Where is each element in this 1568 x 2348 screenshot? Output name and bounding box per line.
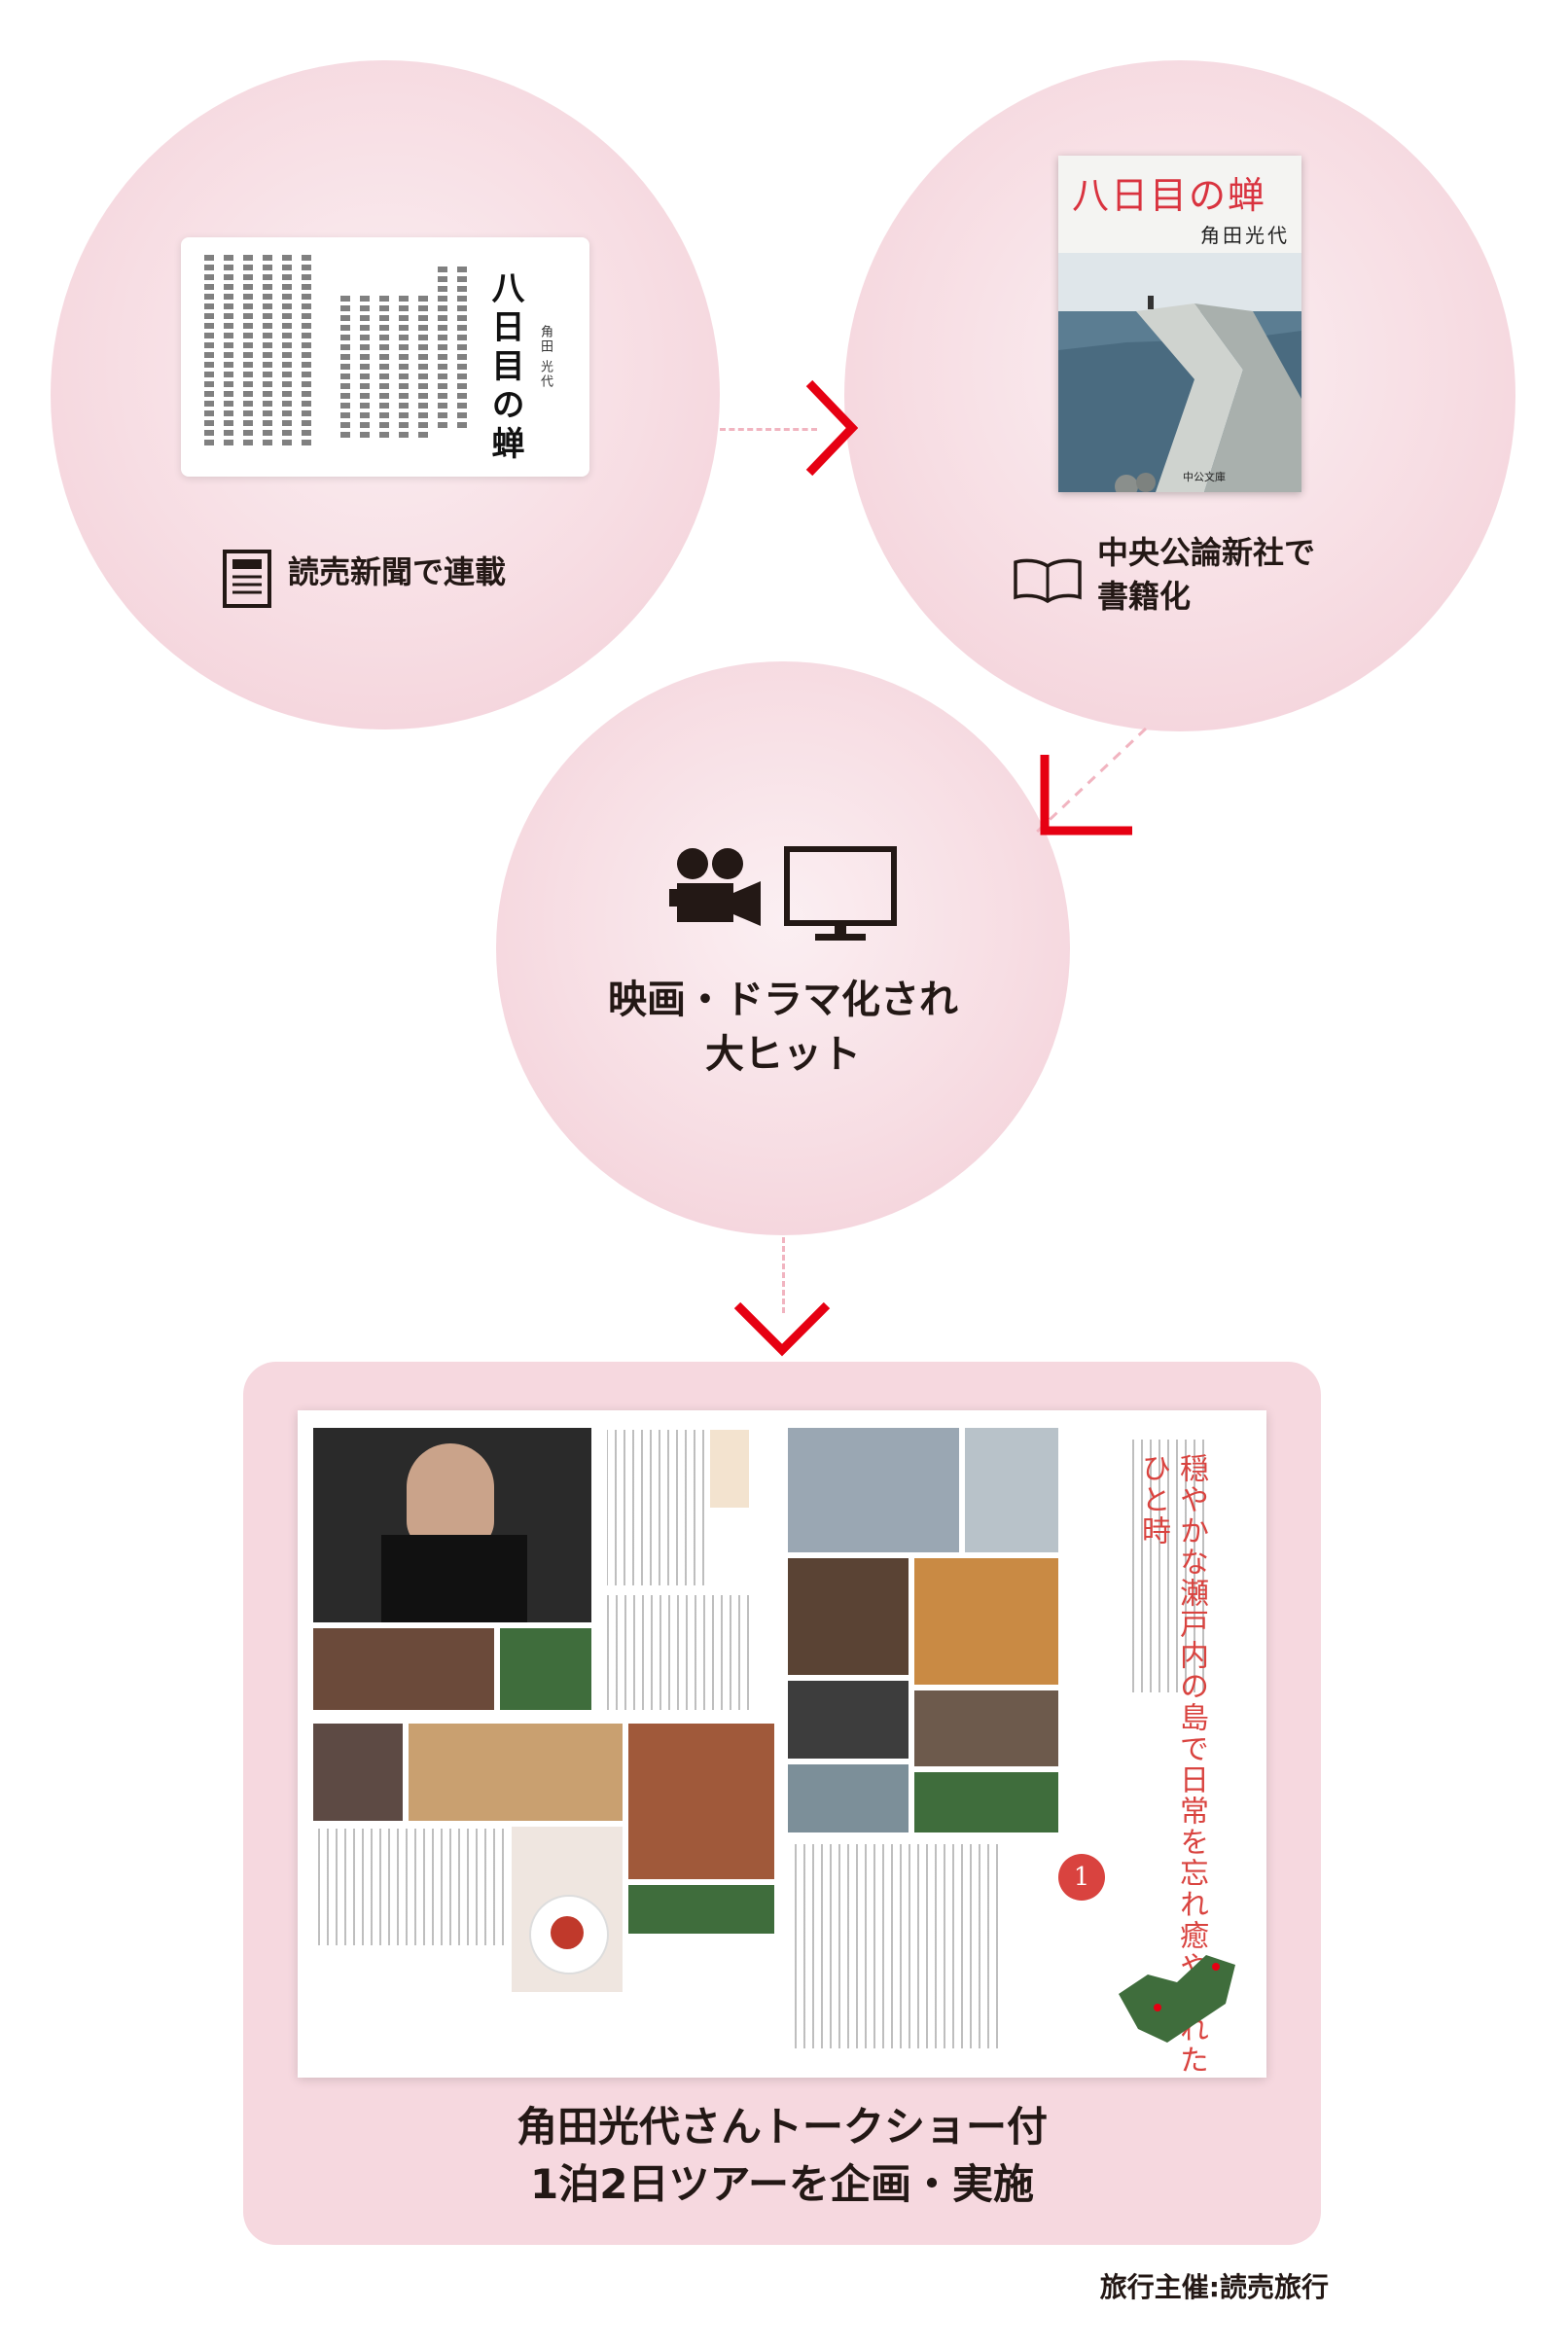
step-film-circle <box>496 661 1070 1235</box>
step-book-label-line1: 中央公論新社で <box>1097 534 1316 571</box>
connector-line <box>720 428 817 431</box>
newspaper-icon <box>223 550 271 608</box>
photo-port <box>788 1764 909 1832</box>
photo-dish <box>628 1724 774 1879</box>
photo-bowl <box>914 1558 1058 1685</box>
magazine-day-badge: 1 <box>1058 1854 1105 1901</box>
movie-camera-icon <box>669 848 761 926</box>
photo-plate <box>512 1827 623 1992</box>
caption-box <box>500 1628 591 1710</box>
photo-talk <box>313 1724 403 1821</box>
photo-tourists <box>965 1428 1058 1552</box>
step-book-label: 中央公論新社で 書籍化 <box>1097 531 1315 619</box>
step-tour-label-line1: 角田光代さんトークショー付 <box>516 2103 1048 2151</box>
arrow-right-icon <box>805 379 858 477</box>
step-tour-label: 角田光代さんトークショー付 1泊2日ツアーを企画・実施 <box>243 2099 1321 2214</box>
connector-line <box>1033 727 1148 836</box>
open-book-icon <box>1014 558 1082 604</box>
caption-box <box>628 1885 774 1934</box>
photo-building <box>788 1681 909 1759</box>
arrow-down-left-icon <box>1040 755 1132 836</box>
newspaper-clipping: 八日目の蝉 角田 光代 <box>181 237 589 477</box>
book-publisher: 中公文庫 <box>1183 471 1226 483</box>
step-serialization-label: 読売新聞で連載 <box>288 553 507 590</box>
subheading-box <box>710 1430 749 1508</box>
photo-street <box>914 1690 1058 1766</box>
photo-speaker <box>313 1428 591 1622</box>
clipping-title: 八日目の蝉 <box>485 270 524 465</box>
step-film-label-line1: 映画・ドラマ化され <box>608 978 958 1022</box>
cover-illustration <box>1058 253 1301 492</box>
photo-dinner <box>409 1724 623 1821</box>
book-cover: 八日目の蝉 角田光代 中公文庫 <box>1058 156 1301 492</box>
island-map <box>1119 1955 1235 2043</box>
photo-venue <box>313 1628 494 1710</box>
tv-monitor-icon <box>784 846 897 941</box>
arrow-down-icon <box>733 1301 831 1357</box>
connector-line <box>782 1237 785 1313</box>
book-author: 角田光代 <box>1200 224 1290 247</box>
clipping-author: 角田 光代 <box>538 325 552 390</box>
photo-interior <box>788 1558 909 1675</box>
step-tour-label-line2: 1泊2日ツアーを企画・実施 <box>530 2159 1034 2208</box>
tour-organizer-note: 旅行主催:読売旅行 <box>1099 2271 1329 2303</box>
photo-group <box>788 1428 959 1552</box>
step-film-label-line2: 大ヒット <box>705 1032 861 1077</box>
caption-box <box>914 1772 1058 1832</box>
magazine-spread: 穏やかな瀬戸内の島で日常を忘れ癒やされたひと時 1 <box>298 1410 1266 2078</box>
book-title: 八日目の蝉 <box>1072 174 1267 217</box>
step-film-label: 映画・ドラマ化され 大ヒット <box>545 973 1021 1082</box>
step-book-label-line2: 書籍化 <box>1097 577 1192 615</box>
